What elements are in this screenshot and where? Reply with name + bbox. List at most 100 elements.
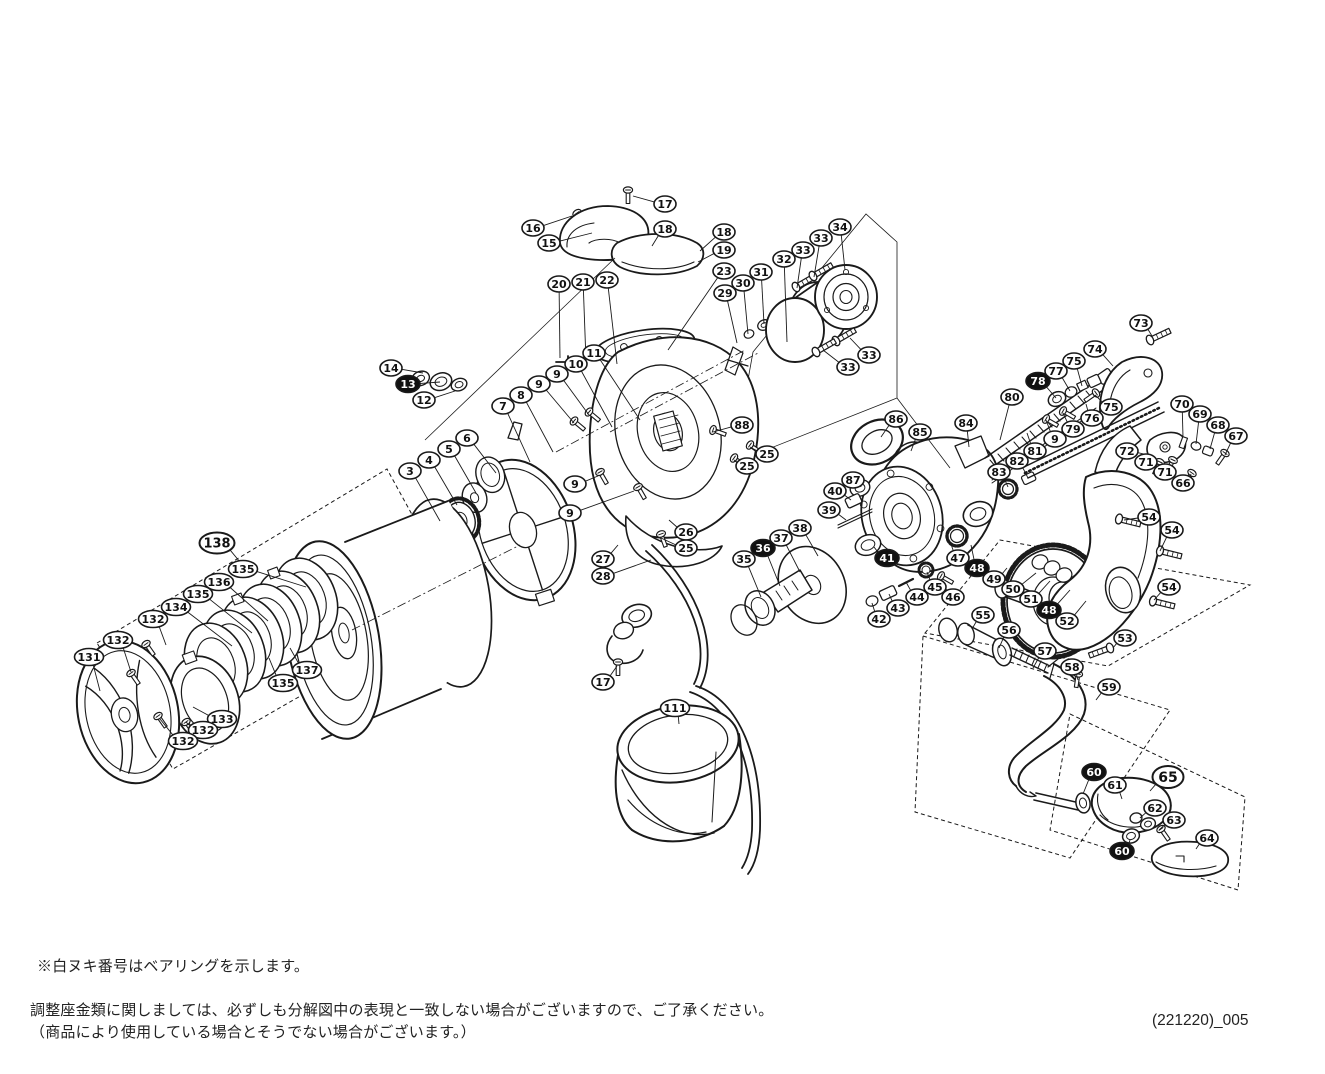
callout-132: 132: [187, 720, 219, 740]
callout-bubble: [769, 529, 793, 547]
rotor-nut-detail: [724, 260, 878, 376]
callout-number: 37: [773, 532, 788, 545]
callout-bubble: [1129, 314, 1153, 332]
callout-bubble: [291, 660, 323, 680]
callout-number: 9: [535, 378, 543, 391]
axis-line: [351, 544, 521, 631]
callout-73: 73: [1129, 314, 1153, 332]
callout-bubble: [735, 457, 759, 475]
callout-40: 40: [823, 482, 847, 500]
callout-75: 75: [1099, 398, 1123, 416]
callout-25: 25: [674, 539, 698, 557]
callout-23: 23: [712, 262, 736, 280]
callout-60: 60: [1081, 762, 1107, 782]
leader-line-85: [910, 438, 917, 452]
callout-14: 14: [379, 359, 403, 377]
callout-number: 29: [717, 287, 732, 300]
callout-number: 34: [832, 221, 848, 234]
leader-line-28: [612, 559, 652, 575]
callout-bubble: [1103, 776, 1127, 794]
callout-number: 131: [78, 652, 101, 664]
leader-line-33: [813, 245, 820, 278]
callout-138: 138: [198, 531, 236, 555]
callout-25: 25: [755, 445, 779, 463]
callout-number: 11: [586, 347, 601, 360]
callout-bubble: [731, 274, 755, 292]
callout-78: 78: [1025, 371, 1051, 391]
callout-number: 136: [208, 577, 231, 589]
callout-bubble: [730, 416, 754, 434]
callout-number: 111: [664, 703, 687, 715]
callout-number: 86: [888, 413, 904, 426]
leader-line-18: [699, 236, 717, 252]
callout-bubble: [1044, 362, 1068, 380]
callout-8: 8: [509, 386, 533, 404]
leader-line-132: [158, 625, 167, 646]
callout-16: 16: [521, 219, 545, 237]
callout-bubble: [1060, 658, 1084, 676]
leader-line-38: [805, 533, 819, 557]
leader-line-31: [761, 279, 765, 325]
callout-135: 135: [227, 559, 259, 579]
callout-bubble: [828, 218, 852, 236]
leader-line-5: [453, 455, 477, 494]
callout-58: 58: [1060, 658, 1084, 676]
leader-line-45: [926, 571, 931, 581]
callout-bubble: [841, 471, 865, 489]
callout-68: 68: [1206, 416, 1230, 434]
callout-number: 75: [1103, 401, 1118, 414]
callout-number: 15: [541, 237, 556, 250]
leader-line-7: [506, 412, 531, 463]
callout-bubble: [1171, 474, 1195, 492]
callout-66: 66: [1171, 474, 1195, 492]
callout-bubble: [1160, 521, 1184, 539]
leader-line-18: [651, 234, 660, 247]
callout-bubble: [1019, 590, 1043, 608]
callout-5: 5: [437, 440, 461, 458]
callout-28: 28: [591, 567, 615, 585]
callout-bubble: [591, 550, 615, 568]
callout-bubble: [167, 731, 199, 751]
callout-number: 64: [1199, 832, 1215, 845]
callout-bubble: [946, 549, 970, 567]
leader-line-80: [999, 403, 1010, 441]
leader-line-9: [562, 379, 590, 416]
callout-27: 27: [591, 550, 615, 568]
callout-bubble: [1151, 765, 1185, 789]
callout-132: 132: [137, 609, 169, 629]
callout-number: 54: [1141, 511, 1157, 524]
leader-line-54: [1153, 591, 1162, 601]
callout-number: 134: [165, 602, 188, 614]
callout-number: 57: [1037, 645, 1052, 658]
callout-bubble: [455, 429, 479, 447]
document-code: (221220)_005: [1152, 1012, 1249, 1029]
callout-20: 20: [547, 275, 571, 293]
callout-bubble: [732, 550, 756, 568]
callout-number: 83: [991, 466, 1006, 479]
callout-number: 62: [1147, 802, 1162, 815]
axis-line: [609, 351, 761, 433]
bearing-callout-bubble: [395, 374, 421, 394]
callout-number: 75: [1066, 355, 1081, 368]
callout-65: 65: [1151, 765, 1185, 789]
callout-number: 54: [1164, 524, 1180, 537]
callout-21: 21: [571, 273, 595, 291]
callout-number: 23: [716, 265, 731, 278]
callout-38: 38: [788, 519, 812, 537]
callout-bubble: [198, 531, 236, 555]
callout-number: 79: [1065, 423, 1080, 436]
leader-line-131: [92, 664, 101, 692]
leader-line-51: [1038, 580, 1051, 595]
callout-number: 87: [845, 474, 860, 487]
callout-number: 45: [927, 581, 942, 594]
callout-bubble: [509, 386, 533, 404]
leader-line-23: [667, 276, 719, 351]
callout-bubble: [823, 482, 847, 500]
leader-line-12: [433, 390, 456, 399]
callout-bubble: [1061, 420, 1085, 438]
leader-line-54: [1123, 517, 1140, 521]
callout-number: 25: [759, 448, 774, 461]
leader-line-136: [229, 586, 269, 622]
reel-artwork: [75, 186, 1232, 878]
